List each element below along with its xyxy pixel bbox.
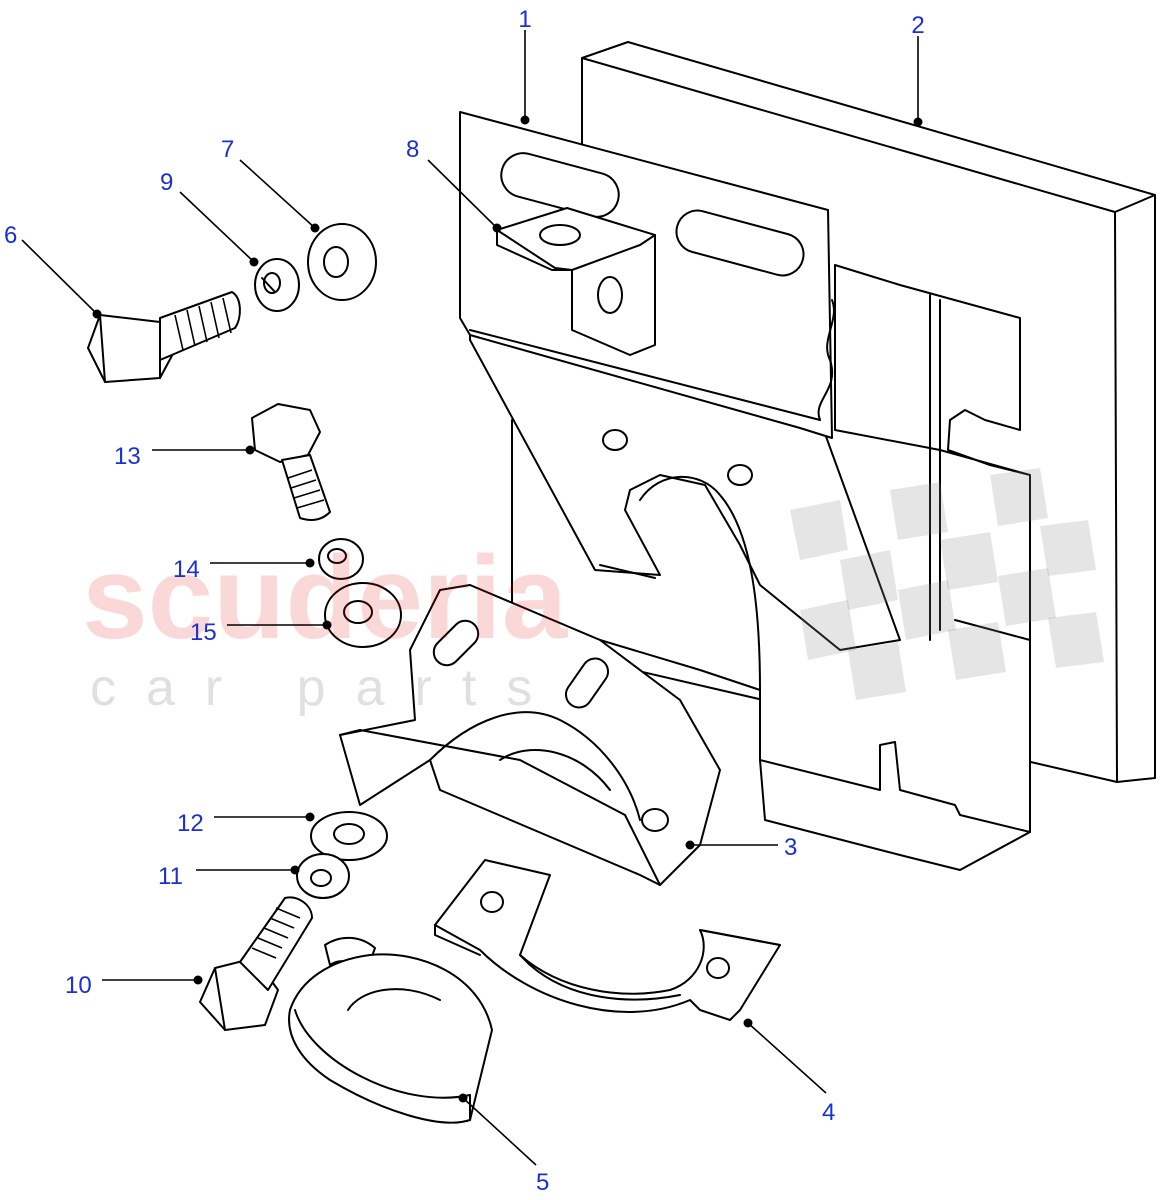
callout-1: 1 xyxy=(518,6,532,125)
callout-label-5: 5 xyxy=(536,1169,549,1196)
callout-label-1: 1 xyxy=(518,6,531,33)
callout-12: 12 xyxy=(177,810,315,837)
callout-label-9: 9 xyxy=(160,169,173,196)
callout-label-13: 13 xyxy=(114,443,141,470)
watermark: scuderia car parts xyxy=(82,468,1104,717)
part-9-spring-washer xyxy=(254,258,300,312)
callout-14: 14 xyxy=(173,556,315,583)
callout-label-15: 15 xyxy=(190,619,217,646)
callout-5: 5 xyxy=(458,1093,549,1196)
watermark-tagline: car parts xyxy=(90,659,562,717)
callout-label-3: 3 xyxy=(784,834,797,861)
callout-label-12: 12 xyxy=(177,810,204,837)
callout-label-10: 10 xyxy=(65,972,92,999)
callout-11: 11 xyxy=(158,863,300,890)
callout-10: 10 xyxy=(65,972,203,999)
part-12-plain-washer xyxy=(310,811,388,861)
part-11-spring-washer xyxy=(296,853,350,899)
part-7-plain-washer xyxy=(307,223,377,301)
callout-15: 15 xyxy=(190,619,332,646)
part-3-saddle-bracket xyxy=(339,584,721,886)
part-8-angle-bracket xyxy=(496,207,656,356)
part-4-strap-clamp xyxy=(434,859,781,1021)
callout-6: 6 xyxy=(4,222,102,319)
callout-label-2: 2 xyxy=(911,12,924,39)
watermark-checkered-flag xyxy=(790,468,1104,700)
callout-9: 9 xyxy=(160,169,259,267)
callout-2: 2 xyxy=(911,12,925,127)
part-14-spring-washer xyxy=(318,538,364,580)
callout-label-4: 4 xyxy=(822,1099,835,1126)
callout-4: 4 xyxy=(743,1018,835,1126)
part-10-hex-bolt xyxy=(199,896,313,1031)
callout-label-7: 7 xyxy=(221,136,234,163)
part-5-rubber-sleeve xyxy=(288,936,493,1124)
callout-label-11: 11 xyxy=(158,863,183,890)
callout-label-6: 6 xyxy=(4,222,17,249)
callout-label-14: 14 xyxy=(173,556,200,583)
callout-13: 13 xyxy=(114,443,255,470)
callout-7: 7 xyxy=(221,136,320,233)
part-13-hex-bolt xyxy=(251,403,331,521)
callout-3: 3 xyxy=(685,834,797,861)
callout-8: 8 xyxy=(406,136,502,233)
part-15-plain-washer xyxy=(324,582,402,648)
watermark-brand: scuderia xyxy=(82,532,569,664)
callout-label-8: 8 xyxy=(406,136,419,163)
part-6-hex-bolt xyxy=(87,291,241,383)
